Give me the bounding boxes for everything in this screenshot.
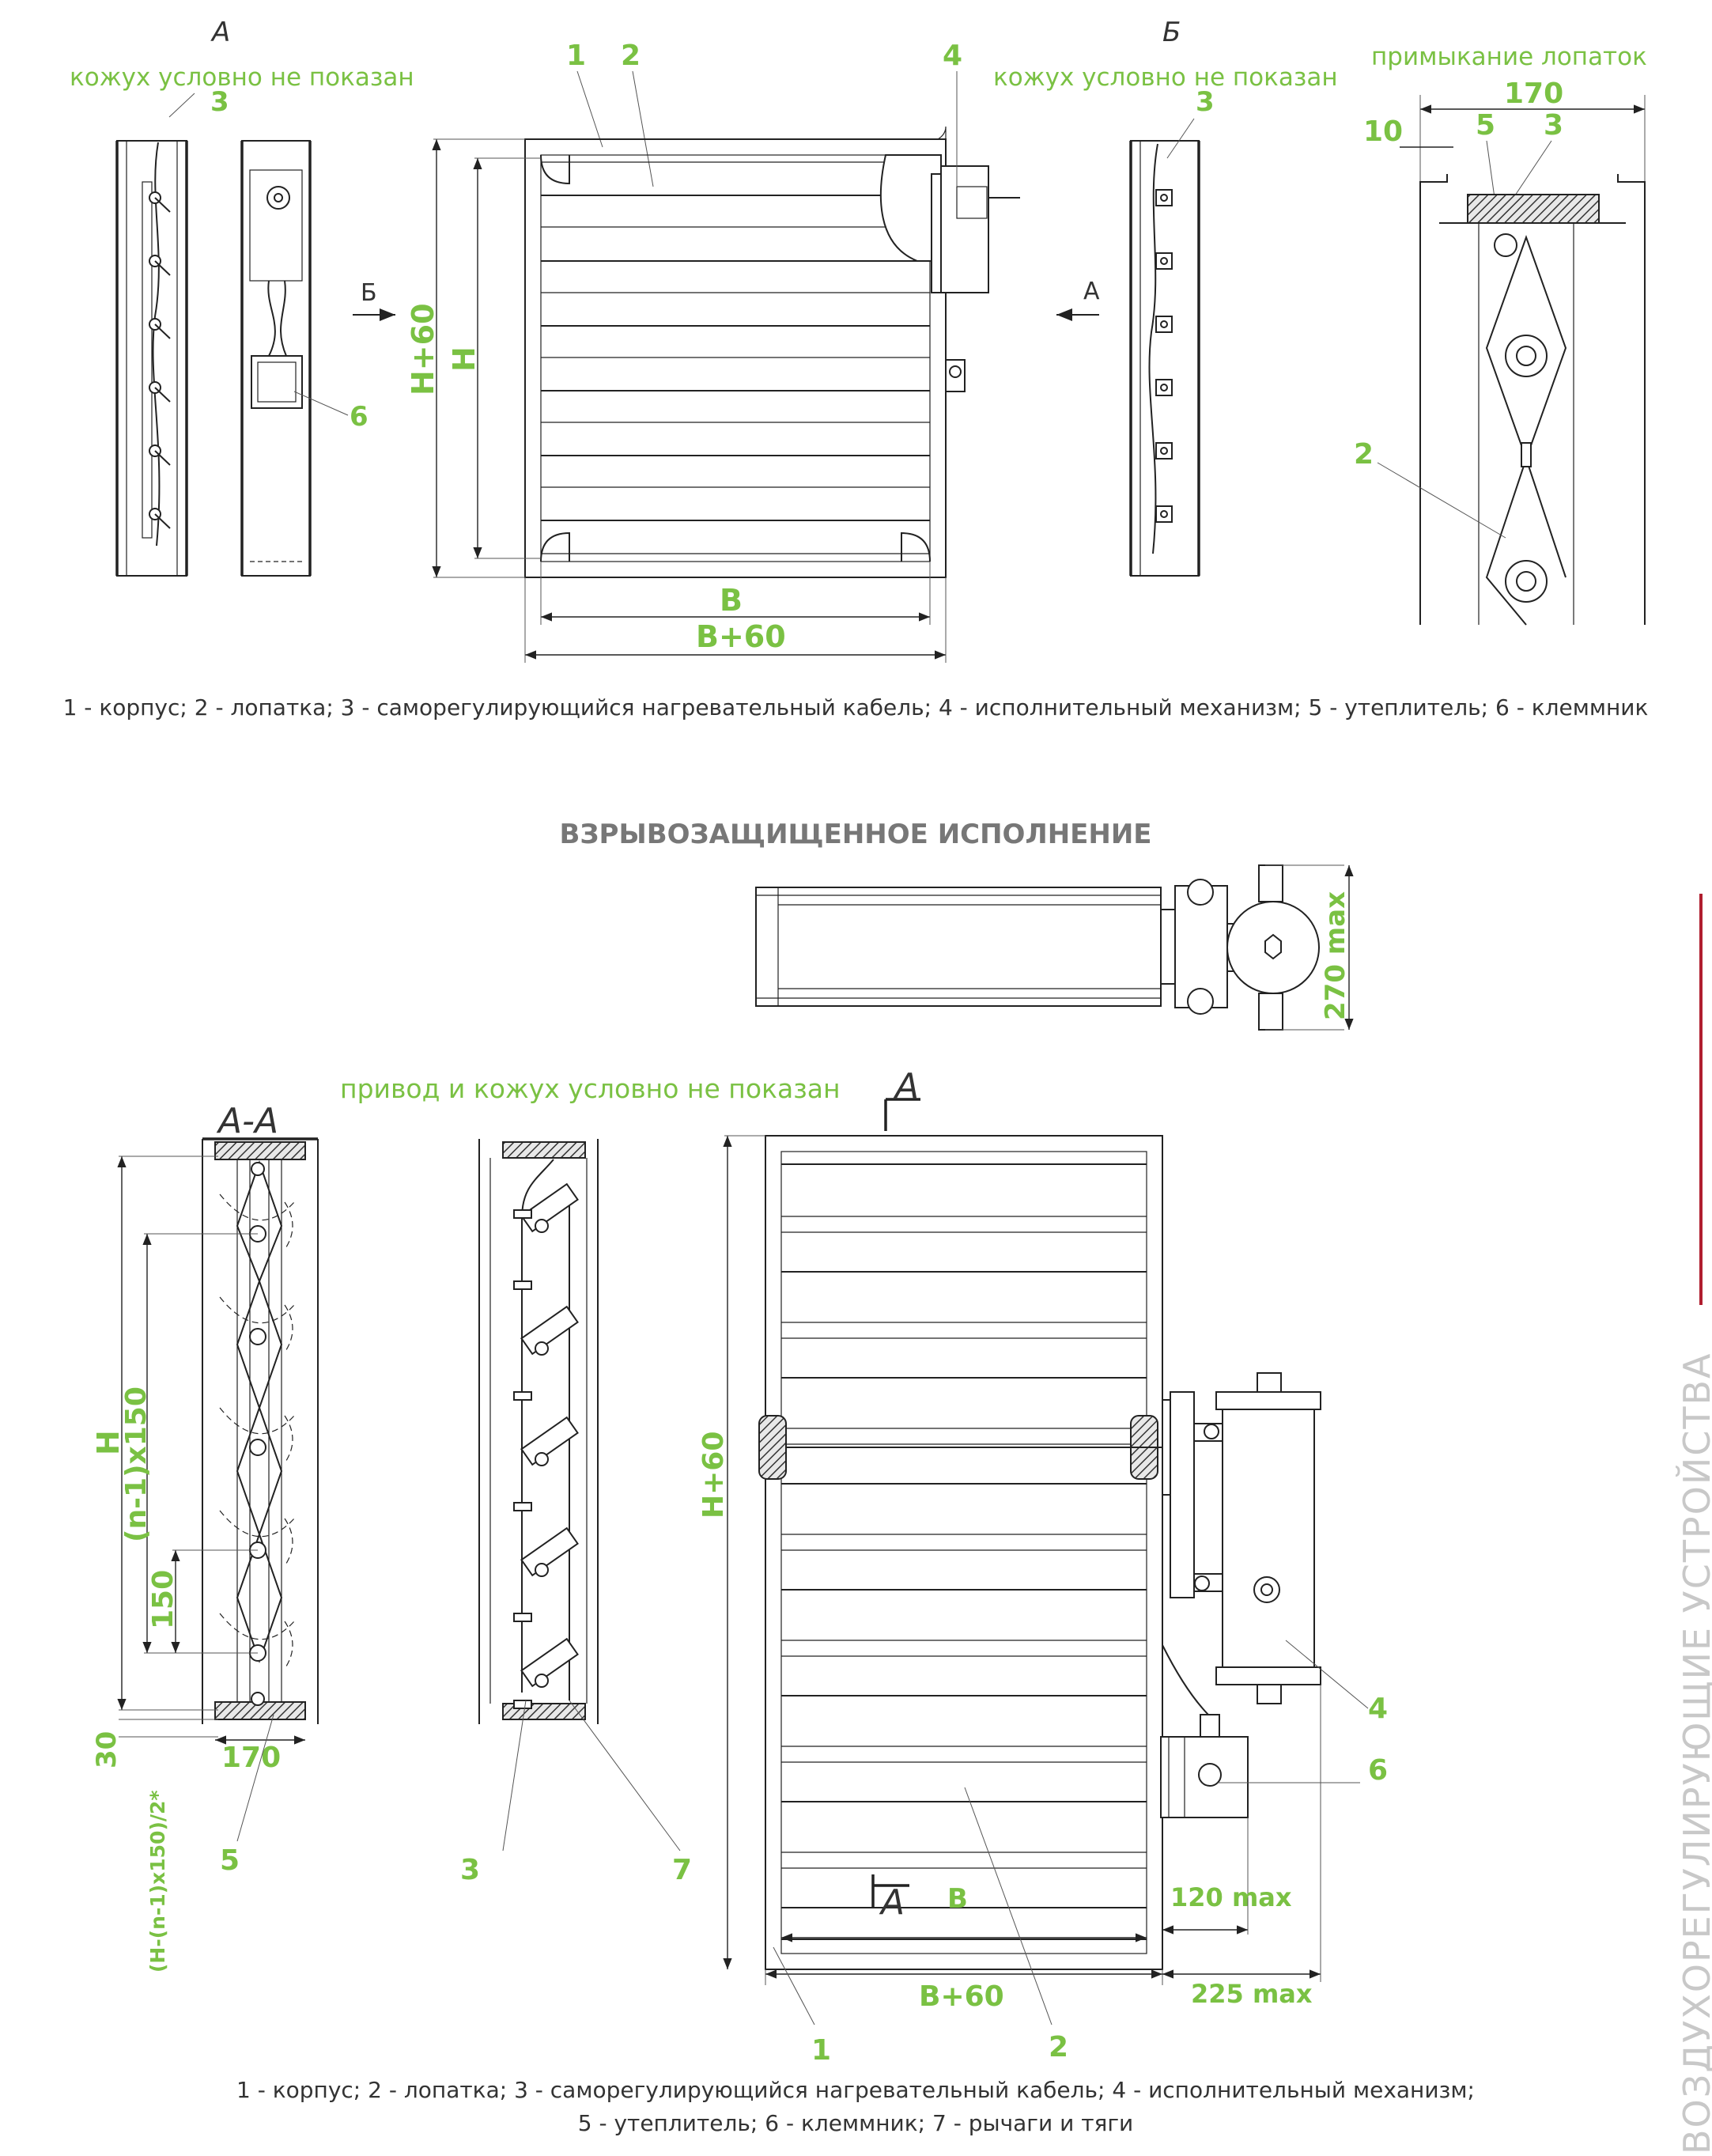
dim-120: 120 max xyxy=(1170,1882,1292,1912)
view-b-pivots xyxy=(1155,189,1173,523)
bottom-front-view: А xyxy=(697,1066,1388,2067)
side-chapter-marker: ВОЗДУХОРЕГУЛИРУЮЩИЕ УСТРОЙСТВА xyxy=(1676,894,1712,2154)
dim-30: 30 xyxy=(91,1731,123,1768)
top-view-a: А кожух условно не показан 3 xyxy=(70,17,414,577)
callout-3-b: 3 xyxy=(1196,86,1215,118)
callout-3-top-detail: 3 xyxy=(1544,109,1563,142)
section-mark-bottom: А xyxy=(879,1882,905,1923)
bottom-lever-view: 3 7 xyxy=(460,1139,692,1886)
callout-3-a: 3 xyxy=(210,86,229,118)
dim-b-bottom: B xyxy=(947,1883,968,1915)
dim-170-top: 170 xyxy=(1504,78,1563,110)
explosion-proof-heading: ВЗРЫВОЗАЩИЩЕННОЕ ИСПОЛНЕНИЕ xyxy=(559,819,1151,850)
view-b-letter: Б xyxy=(1162,17,1181,48)
callout-2-top-detail: 2 xyxy=(1354,438,1374,471)
dim-10-top: 10 xyxy=(1363,115,1403,148)
bottom-section-a-a: А-А xyxy=(91,1101,319,1973)
dim-h60-bottom: H+60 xyxy=(697,1432,730,1519)
callout-3-bottom: 3 xyxy=(460,1854,480,1886)
callout-1-bottom: 1 xyxy=(811,2034,831,2067)
callout-5-top: 5 xyxy=(1476,109,1495,142)
callout-7-bottom: 7 xyxy=(672,1854,692,1886)
dim-150: 150 xyxy=(147,1570,180,1629)
section-label: А-А xyxy=(216,1101,278,1141)
lever-arms xyxy=(520,1182,579,1688)
top-legend: 1 - корпус; 2 - лопатка; 3 - саморегулир… xyxy=(63,694,1649,721)
bottom-terminal-box xyxy=(1160,1644,1249,1818)
callout-5-bottom: 5 xyxy=(220,1844,240,1877)
callout-2-bottom: 2 xyxy=(1049,2031,1068,2063)
callout-6-top: 6 xyxy=(350,401,368,433)
section-blade-swings xyxy=(219,1193,295,1670)
dim-formula: (H-(n-1)x150)/2* xyxy=(146,1791,169,1973)
top-side-view-terminal: 6 xyxy=(240,140,368,577)
dim-b60-top: B+60 xyxy=(696,619,786,654)
dim-170-section: 170 xyxy=(221,1742,281,1774)
callout-4-bottom: 4 xyxy=(1368,1693,1388,1725)
top-actuator xyxy=(879,154,1020,392)
callout-1-top: 1 xyxy=(566,40,586,72)
bottom-actuator xyxy=(1162,1372,1321,1704)
top-blade-joint-detail: примыкание лопаток 170 10 5 3 2 xyxy=(1354,43,1647,626)
bottom-plan-view: 270 max xyxy=(755,864,1354,1031)
view-a-blade-pivots xyxy=(149,191,171,529)
dim-n150: (n-1)x150 xyxy=(120,1386,153,1542)
dim-225: 225 max xyxy=(1191,1979,1313,2009)
bottom-note: привод и кожух условно не показан xyxy=(340,1073,841,1104)
view-a-letter: А xyxy=(210,17,230,48)
dim-b-top: B xyxy=(720,583,743,618)
side-title: ВОЗДУХОРЕГУЛИРУЮЩИЕ УСТРОЙСТВА xyxy=(1676,1352,1712,2154)
top-view-b: Б кожух условно не показан А 3 xyxy=(993,17,1338,577)
dim-h-top: H xyxy=(447,346,482,372)
top-front-view: 1 2 xyxy=(406,40,1020,663)
blade-joint-note: примыкание лопаток xyxy=(1371,43,1647,71)
bottom-legend-line-1: 1 - корпус; 2 - лопатка; 3 - саморегулир… xyxy=(236,2077,1475,2103)
callout-2-top: 2 xyxy=(621,40,641,72)
dim-270: 270 max xyxy=(1320,891,1351,1020)
callout-4-top: 4 xyxy=(943,40,962,72)
lever-pins xyxy=(513,1209,532,1709)
arrow-b-letter: Б xyxy=(361,279,377,307)
dim-b60-bottom: B+60 xyxy=(919,1980,1004,2013)
dim-h-section: H xyxy=(91,1430,126,1455)
front-blades-bottom xyxy=(781,1163,1147,1940)
view-b-note: кожух условно не показан xyxy=(993,63,1338,92)
callout-6-bottom: 6 xyxy=(1368,1754,1388,1787)
bottom-legend-line-2: 5 - утеплитель; 6 - клеммник; 7 - рычаги… xyxy=(578,2110,1134,2136)
front-blades-top xyxy=(541,161,930,554)
arrow-a-letter: А xyxy=(1083,278,1100,305)
dim-h60-top: H+60 xyxy=(406,303,440,395)
view-a-note: кожух условно не показан xyxy=(70,63,414,92)
arrow-b-direction: Б xyxy=(353,279,395,321)
